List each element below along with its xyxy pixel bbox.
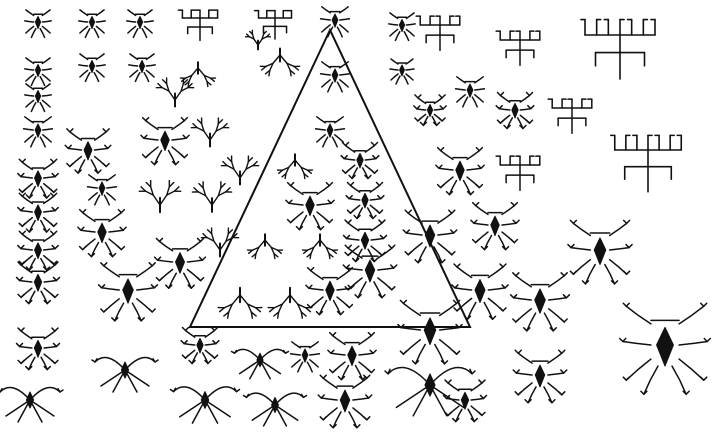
biomorph-34 <box>341 142 379 178</box>
biomorph-26 <box>192 182 231 212</box>
biomorph-73 <box>385 368 475 416</box>
biomorph-41 <box>268 288 312 318</box>
biomorph-10 <box>88 175 117 205</box>
biomorph-18 <box>255 11 292 39</box>
biomorph-57 <box>403 210 457 263</box>
biomorph-72 <box>318 375 372 428</box>
biomorph-12 <box>78 210 126 257</box>
biomorph-67 <box>171 387 240 423</box>
biomorph-47 <box>416 16 460 50</box>
biomorph-29 <box>201 228 238 256</box>
biomorph-40 <box>218 288 262 318</box>
biomorph-50 <box>456 77 485 107</box>
biomorph-38 <box>303 234 338 258</box>
biomorph-69 <box>291 342 320 372</box>
biomorph-8 <box>65 129 111 173</box>
biomorph-30 <box>99 263 158 321</box>
biomorph-36 <box>346 182 384 218</box>
biomorph-70 <box>244 393 307 426</box>
biomorph-27 <box>221 156 258 184</box>
biomorph-46 <box>390 59 414 84</box>
biomorph-15 <box>17 328 60 370</box>
biomorph-44 <box>246 30 271 49</box>
biomorph-11 <box>18 193 58 232</box>
biomorph-42 <box>306 268 354 315</box>
biomorph-9 <box>18 159 58 198</box>
biomorph-58 <box>471 203 519 250</box>
biomorph-25 <box>139 181 180 213</box>
biomorph-19 <box>321 7 350 37</box>
biomorph-51 <box>414 95 446 126</box>
biomorph-68 <box>232 349 289 378</box>
biomorph-62 <box>398 300 462 364</box>
biomorph-16 <box>0 388 63 423</box>
biomorph-52 <box>496 92 534 128</box>
biomorph-1 <box>79 10 105 38</box>
biomorph-55 <box>496 156 540 190</box>
biomorph-74 <box>444 380 487 422</box>
biomorph-24 <box>141 118 189 165</box>
biomorph-37 <box>248 234 283 258</box>
biomorph-28 <box>155 238 206 288</box>
biomorph-56 <box>611 135 682 191</box>
biomorph-54 <box>436 148 484 195</box>
biomorph-45 <box>389 13 415 41</box>
biomorph-33 <box>278 154 313 178</box>
biomorph-4 <box>79 54 105 82</box>
biomorph-63 <box>620 303 710 394</box>
biomorph-3 <box>25 58 51 86</box>
biomorph-20 <box>260 49 299 76</box>
biomorph-48 <box>496 31 540 65</box>
biomorph-39 <box>344 220 387 262</box>
biomorph-35 <box>286 183 334 230</box>
biomorph-61 <box>511 273 570 331</box>
biomorph-2 <box>127 10 153 38</box>
biomorph-5 <box>129 54 155 82</box>
biomorph-65 <box>92 358 158 393</box>
biomorph-31 <box>321 62 350 92</box>
biomorph-7 <box>24 117 53 147</box>
biomorph-13 <box>18 231 58 270</box>
biomorph-32 <box>316 117 345 147</box>
biomorph-6 <box>25 84 51 112</box>
biomorph-64 <box>513 350 567 403</box>
biomorph-0 <box>25 10 51 38</box>
biomorph-17 <box>178 10 217 40</box>
biomorph-49 <box>581 20 655 79</box>
biomorph-59 <box>568 220 632 284</box>
biomorph-66 <box>181 327 219 363</box>
biomorph-71 <box>328 333 376 380</box>
biomorph-14 <box>17 262 60 304</box>
biomorph-60 <box>452 264 508 319</box>
biomorph-21 <box>181 62 216 86</box>
biomorph-53 <box>548 99 592 133</box>
biomorph-23 <box>191 118 228 146</box>
